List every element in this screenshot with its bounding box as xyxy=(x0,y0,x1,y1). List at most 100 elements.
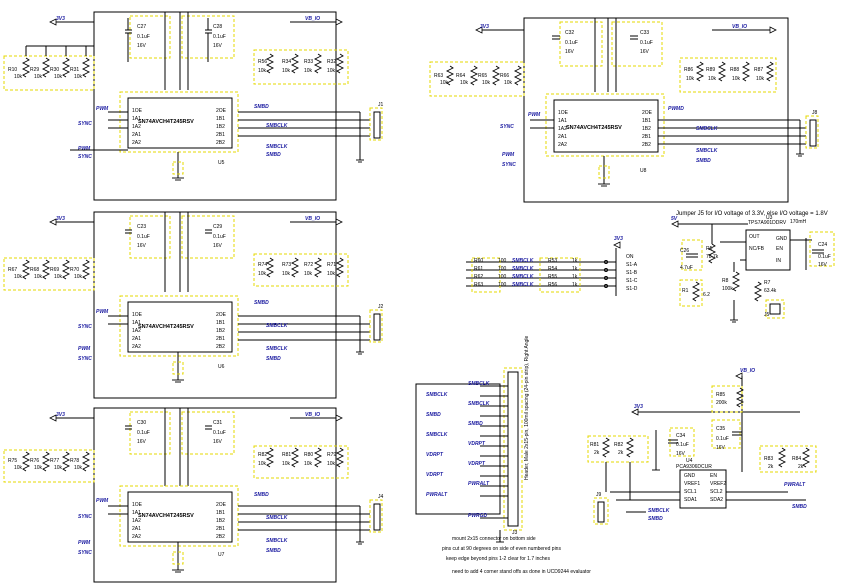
component-label: R10 xyxy=(8,67,17,73)
component-label: 0.1uF xyxy=(676,442,689,448)
component-label: C35 xyxy=(716,426,725,432)
component-label: C32 xyxy=(565,30,574,36)
component-label: 10k xyxy=(14,74,23,80)
net-label: SMBCLK xyxy=(648,508,670,514)
component-label: 1B1 xyxy=(642,118,651,124)
buffer-block-u6: C23 0.1uF 16V C29 0.1uF 16V 3V3 VB_IO R6… xyxy=(3,211,384,399)
component-label: 100 xyxy=(498,258,507,264)
component-label: R88 xyxy=(730,67,739,73)
net-label: SMBCLK xyxy=(512,282,534,288)
component-label: 1A1 xyxy=(132,510,141,516)
component-label: 10k xyxy=(708,76,717,82)
component-label: 16V xyxy=(213,43,223,49)
regulator-block: Jumper J5 for I/O voltage of 3.3V, else … xyxy=(671,211,835,323)
net-label: SYNC xyxy=(78,324,92,330)
component-label: 6.2 xyxy=(703,292,710,298)
component-label: R77 xyxy=(50,458,59,464)
component-label: 1A2 xyxy=(132,518,141,524)
component-label: 10k xyxy=(54,274,63,280)
component-label: S1-D xyxy=(626,286,638,292)
component-label: R81 xyxy=(282,452,291,458)
component-label: J1 xyxy=(378,102,384,108)
component-label: 4.7uF xyxy=(680,265,693,271)
component-label: J3 xyxy=(512,530,518,536)
component-label: SN74AVCH4T245RSV xyxy=(138,324,194,330)
component-label: C23 xyxy=(137,224,146,230)
component-label: 10k xyxy=(327,68,336,74)
component-label: R62 xyxy=(474,274,483,280)
component-label: 10k xyxy=(74,74,83,80)
component-label: R33 xyxy=(304,59,313,65)
component-label: R85 xyxy=(716,392,725,398)
component-label: R83 xyxy=(764,456,773,462)
component-label: 0.1uF xyxy=(213,34,226,40)
component-label: 2B1 xyxy=(216,132,225,138)
net-label: SMBD xyxy=(254,300,269,306)
component-label: R73 xyxy=(282,262,291,268)
component-label: R82 xyxy=(258,452,267,458)
component-label: R63 xyxy=(474,282,483,288)
component-label: 1A2 xyxy=(558,126,567,132)
net-label: VDRPT xyxy=(468,441,486,447)
component-label: 10k xyxy=(34,74,43,80)
net-label: PWM xyxy=(502,152,515,158)
component-label: 16V xyxy=(213,243,223,249)
component-label: S1-B xyxy=(626,270,638,276)
component-label: 100 xyxy=(498,282,507,288)
component-label: 1B1 xyxy=(216,320,225,326)
jumper-note: Jumper J5 for I/O voltage of 3.3V, else … xyxy=(676,211,828,217)
component-label: SDA2 xyxy=(710,497,723,503)
component-label: SCL1 xyxy=(684,489,697,495)
component-label: R32 xyxy=(327,59,336,65)
component-label: TPS7A901DDRV xyxy=(748,220,787,226)
component-label: U6 xyxy=(218,364,225,370)
component-label: 2A2 xyxy=(132,534,141,540)
component-label: 1OE xyxy=(558,110,569,116)
net-label: PWM xyxy=(78,146,91,152)
component-label: 16V xyxy=(137,439,147,445)
component-label: 10k xyxy=(504,80,513,86)
component-label: SN74AVCH4T245RSV xyxy=(138,513,194,519)
switch-bank: 3V3 R60 R61 R62 R63 100 100 100 100 SMBC… xyxy=(466,236,638,296)
component-label: S1-A xyxy=(626,262,638,268)
net-label: SMBCLK xyxy=(266,323,288,329)
net-label: VB_IO xyxy=(305,216,320,222)
net-label: SMBD xyxy=(792,504,807,510)
i2c-translator-block: 3V3 VB_IO R85 200k R81 2k R82 2k R83 2k … xyxy=(587,368,817,525)
component-label: VREF2 xyxy=(710,481,726,487)
net-label: SMBD xyxy=(266,152,281,158)
net-label: SYNC xyxy=(78,550,92,556)
component-label: 16V xyxy=(676,451,686,457)
net-label: SMBCLK xyxy=(266,123,288,129)
component-label: 2k xyxy=(768,464,774,470)
component-label: 2A1 xyxy=(558,134,567,140)
component-label: 16V xyxy=(818,262,828,268)
component-label: R66 xyxy=(500,73,509,79)
net-label: SMBD xyxy=(266,548,281,554)
component-label: 10k xyxy=(756,76,765,82)
component-label: R81 xyxy=(590,442,599,448)
component-label: NC/FB xyxy=(749,246,765,252)
component-label: 10k xyxy=(732,76,741,82)
component-label: 2B2 xyxy=(642,142,651,148)
component-label: 1A1 xyxy=(132,116,141,122)
net-label: SYNC xyxy=(78,121,92,127)
net-label: 3V3 xyxy=(56,216,65,222)
net-label: SMBD xyxy=(426,412,441,418)
regulator-chip xyxy=(745,229,791,271)
net-label: SMBCLK xyxy=(266,538,288,544)
component-label: U5 xyxy=(218,160,225,166)
component-label: 2OE xyxy=(642,110,653,116)
component-label: 10k xyxy=(686,76,695,82)
net-label: 3V3 xyxy=(634,404,643,410)
component-label: R34 xyxy=(282,59,291,65)
component-label: U8 xyxy=(640,168,647,174)
net-label: SYNC xyxy=(500,124,514,130)
component-label: R78 xyxy=(70,458,79,464)
component-label: C30 xyxy=(137,420,146,426)
component-label: R89 xyxy=(706,67,715,73)
component-label: 10k xyxy=(14,274,23,280)
component-label: 10k xyxy=(327,461,336,467)
component-label: J8 xyxy=(812,110,818,116)
